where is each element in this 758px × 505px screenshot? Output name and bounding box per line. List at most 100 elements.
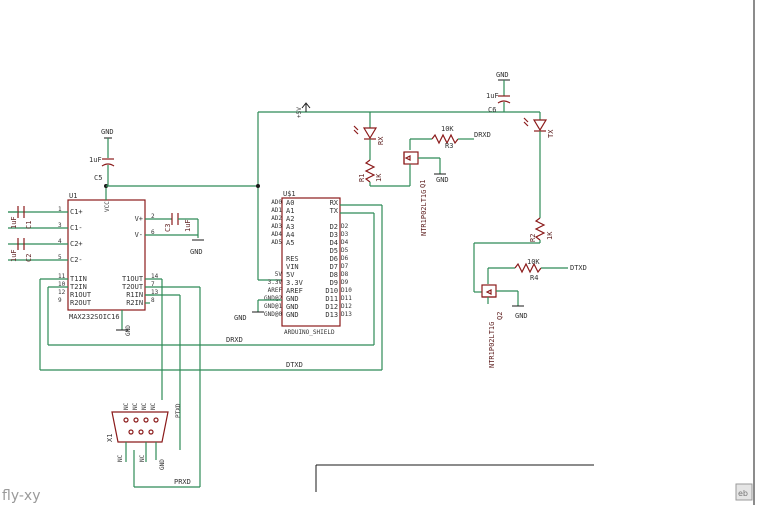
arduino-shield: U$1 ARDUINO_SHIELD A0AD0A1AD1A2AD2A3AD3A… bbox=[264, 190, 352, 336]
shield-pin-name: D8 bbox=[341, 271, 349, 278]
shield-pin-label: D8 bbox=[330, 271, 338, 279]
u1-pin-number: 1 bbox=[58, 206, 62, 213]
shield-pin-name: AD1 bbox=[271, 207, 282, 214]
shield-pin-label: D2 bbox=[330, 223, 338, 231]
c2-value: 1uF bbox=[10, 249, 18, 262]
led-rx-label: RX bbox=[377, 136, 385, 145]
shield-pin-label: 3.3V bbox=[286, 279, 304, 287]
shield-pin-label: D3 bbox=[330, 231, 338, 239]
u1-pin-number: 9 bbox=[58, 297, 62, 304]
u1-pin-label: R2IN bbox=[126, 299, 143, 307]
u1-pin-number: 10 bbox=[58, 281, 66, 288]
cap-c6: GND 1uF C6 bbox=[486, 71, 511, 114]
c5-name: C5 bbox=[94, 174, 102, 182]
shield-pin-label: D10 bbox=[325, 287, 338, 295]
cap-c2: C2 1uF bbox=[8, 238, 68, 262]
shield-pin-label: D5 bbox=[330, 247, 338, 255]
x1-top-label: NC bbox=[123, 402, 130, 410]
shield-pin-label: RX bbox=[330, 199, 339, 207]
u1-pin-label: C2- bbox=[70, 256, 83, 264]
r3-name: R3 bbox=[445, 142, 453, 150]
shield-pin-name: D2 bbox=[341, 223, 349, 230]
dtxd-label: DTXD bbox=[286, 361, 303, 369]
shield-pin-label: RES bbox=[286, 255, 299, 263]
prxd-label: PRXD bbox=[174, 478, 191, 486]
u1-pin-label: C2+ bbox=[70, 240, 83, 248]
gnd-label-q2: GND bbox=[515, 312, 528, 320]
c1-value: 1uF bbox=[10, 216, 18, 229]
resistor-r3: 10K R3 DRXD bbox=[431, 125, 491, 150]
watermark: fly-xy bbox=[2, 488, 40, 504]
shield-pin-label: D11 bbox=[325, 295, 338, 303]
u1-pin-label: C1- bbox=[70, 224, 83, 232]
c5-value: 1uF bbox=[89, 156, 102, 164]
u1-pin-number: 14 bbox=[151, 273, 159, 280]
u1-pin-number: 5 bbox=[58, 254, 62, 261]
x1-top-label: NC bbox=[150, 402, 157, 410]
shield-pin-label: A0 bbox=[286, 199, 294, 207]
u1-pin-label: R2OUT bbox=[70, 299, 92, 307]
c2-name: C2 bbox=[25, 254, 33, 262]
shield-pin-label: GND bbox=[286, 311, 299, 319]
x1-top-label: NC bbox=[132, 402, 139, 410]
c6-name: C6 bbox=[488, 106, 496, 114]
gnd-label-x1: GND bbox=[159, 459, 166, 470]
shield-pin-name: D6 bbox=[341, 255, 349, 262]
shield-pin-name: D11 bbox=[341, 295, 352, 302]
shield-pin-label: GND bbox=[286, 303, 299, 311]
shield-pin-label: D9 bbox=[330, 279, 338, 287]
shield-pin-name: AD0 bbox=[271, 199, 282, 206]
junction-5v bbox=[256, 184, 260, 188]
shield-pin-name: GND@1 bbox=[264, 303, 282, 310]
resistor-r1: R1 1K bbox=[358, 159, 410, 187]
u1-pin-label: T2OUT bbox=[122, 283, 144, 291]
u1-pin-label: V+ bbox=[135, 215, 143, 223]
u1-vcc-label: VCC bbox=[104, 201, 111, 212]
gnd-label-shield: GND bbox=[234, 314, 247, 322]
resistor-r2: R2 1K bbox=[473, 217, 554, 293]
u1-pin-label: R1IN bbox=[126, 291, 143, 299]
u1-pin-number: 3 bbox=[58, 222, 62, 229]
shield-pin-name: D13 bbox=[341, 311, 352, 318]
shield-pin-label: GND bbox=[286, 295, 299, 303]
u1-pin-number: 7 bbox=[151, 281, 155, 288]
gnd-label-q1: GND bbox=[436, 176, 449, 184]
r1-name: R1 bbox=[358, 174, 366, 182]
x1-top-label: NC bbox=[141, 402, 148, 410]
shield-pin-label: A1 bbox=[286, 207, 294, 215]
gnd-label-c6: GND bbox=[496, 71, 509, 79]
u1-pin-number: 4 bbox=[58, 238, 62, 245]
shield-part: ARDUINO_SHIELD bbox=[284, 329, 335, 336]
shield-pin-name: D12 bbox=[341, 303, 352, 310]
shield-pin-label: D6 bbox=[330, 255, 338, 263]
shield-pin-label: D13 bbox=[325, 311, 338, 319]
u1-part: MAX232SOIC16 bbox=[69, 313, 120, 321]
shield-pin-name: GND@0 bbox=[264, 311, 282, 318]
u1-pin-label: C1+ bbox=[70, 208, 83, 216]
gnd-label-c3: GND bbox=[190, 248, 203, 256]
c6-value: 1uF bbox=[486, 92, 499, 100]
ptxd-label: PTXD bbox=[175, 403, 182, 418]
shield-pin-label: D7 bbox=[330, 263, 338, 271]
shield-pin-name: D5 bbox=[341, 247, 349, 254]
plus5v-supply-symbol: +5V bbox=[296, 102, 311, 118]
shield-pin-name: 3.3V bbox=[268, 279, 283, 286]
q2-name: Q2 bbox=[496, 312, 504, 320]
u1-pin-number: 6 bbox=[151, 229, 155, 236]
u1-pin-number: 2 bbox=[151, 213, 155, 220]
shield-pin-name: AD4 bbox=[271, 231, 282, 238]
r4-name: R4 bbox=[530, 274, 538, 282]
gnd-label-c5: GND bbox=[101, 128, 114, 136]
u1-pin-number: 11 bbox=[58, 273, 66, 280]
u1-pin-label: V- bbox=[135, 231, 143, 239]
shield-pin-label: AREF bbox=[286, 287, 303, 295]
c3-value: 1uF bbox=[184, 219, 192, 232]
shield-pin-label: VIN bbox=[286, 263, 299, 271]
drxd-label: DRXD bbox=[226, 336, 243, 344]
shield-pin-name: AREF bbox=[268, 287, 283, 294]
transistor-q2: GND Q2 NTR1P02LT1G bbox=[481, 267, 528, 368]
shield-name: U$1 bbox=[283, 190, 296, 198]
x1-bottom-label: NC bbox=[139, 454, 146, 462]
u1-pin-number: 13 bbox=[151, 289, 159, 296]
